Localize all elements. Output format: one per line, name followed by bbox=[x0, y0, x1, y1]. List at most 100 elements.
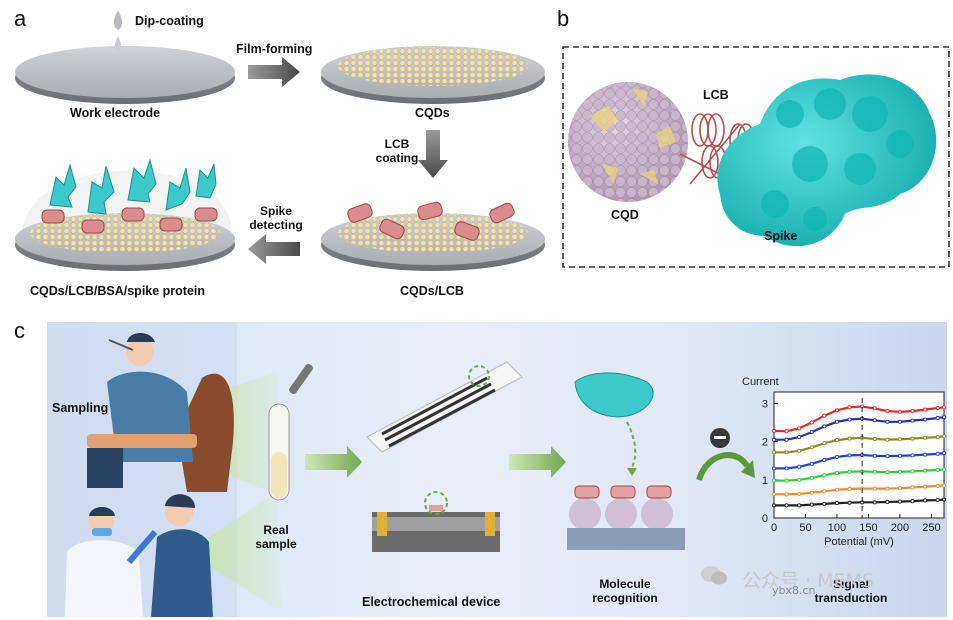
series-point-3 bbox=[847, 436, 852, 441]
wechat-icon-svg bbox=[701, 566, 727, 585]
series-point-6 bbox=[897, 486, 902, 491]
x-axis-label: Potential (mV) bbox=[824, 536, 894, 548]
x-tick-label: 150 bbox=[859, 522, 877, 534]
work-electrode-disc bbox=[15, 46, 235, 104]
cqds-lcb-disc bbox=[321, 201, 545, 271]
series-point-7 bbox=[935, 498, 940, 503]
series-point-4 bbox=[910, 453, 915, 458]
series-point-3 bbox=[923, 435, 928, 440]
cqds-lcb-label: CQDs/LCB bbox=[400, 284, 464, 298]
series-point-6 bbox=[935, 483, 940, 488]
y-tick-label: 2 bbox=[762, 437, 768, 449]
x-tick-label: 50 bbox=[799, 522, 811, 534]
series-point-1 bbox=[784, 429, 789, 434]
spike-detecting-arrow bbox=[248, 234, 300, 264]
series-point-4 bbox=[935, 451, 940, 456]
series-point-2 bbox=[885, 419, 890, 424]
film-forming-label: Film-forming bbox=[236, 42, 313, 56]
series-point-2 bbox=[771, 437, 777, 442]
cqd-sphere bbox=[568, 82, 688, 202]
series-point-2 bbox=[784, 437, 789, 442]
series-point-7 bbox=[885, 499, 890, 505]
series-point-2 bbox=[910, 418, 915, 423]
panel-a-graphics bbox=[15, 10, 545, 271]
electrode-strip-icon bbox=[366, 361, 523, 453]
series-point-6 bbox=[797, 491, 802, 496]
series-point-3 bbox=[872, 436, 877, 442]
spike-label: Spike bbox=[764, 229, 798, 243]
panel-a-letter: a bbox=[14, 6, 27, 31]
series-point-1 bbox=[910, 409, 915, 414]
x-tick-label: 100 bbox=[828, 522, 846, 534]
molecule-recognition-icon bbox=[567, 372, 685, 550]
series-point-7 bbox=[910, 499, 915, 504]
series-point-5 bbox=[822, 473, 827, 478]
series-point-3 bbox=[784, 450, 789, 455]
series-point-6 bbox=[771, 492, 777, 497]
series-point-1 bbox=[885, 409, 890, 414]
series-point-2 bbox=[834, 419, 840, 424]
panel-c-letter: c bbox=[14, 318, 25, 343]
watermark-site: ybx8.cn bbox=[772, 584, 816, 597]
series-point-1 bbox=[809, 420, 814, 425]
series-point-6 bbox=[822, 489, 827, 494]
series-point-5 bbox=[797, 477, 802, 482]
real-sample-line1: Real bbox=[263, 523, 289, 537]
series-point-2 bbox=[923, 417, 928, 422]
series-point-4 bbox=[797, 464, 802, 469]
series-point-1 bbox=[834, 408, 840, 413]
series-point-4 bbox=[809, 461, 814, 466]
x-tick-label: 0 bbox=[771, 522, 777, 534]
panel-c-graphics bbox=[65, 333, 755, 617]
series-point-2 bbox=[872, 418, 877, 423]
signal-curved-arrow bbox=[696, 452, 755, 482]
series-point-1 bbox=[797, 426, 802, 431]
series-point-6 bbox=[784, 492, 789, 497]
series-point-4 bbox=[834, 454, 840, 459]
signal-transduction-line1: Signal bbox=[832, 577, 869, 591]
series-point-6 bbox=[834, 487, 840, 492]
series-point-3 bbox=[941, 434, 947, 439]
x-tick-label: 200 bbox=[891, 522, 909, 534]
series-point-6 bbox=[847, 486, 852, 492]
cqd-label: CQD bbox=[611, 208, 639, 222]
molecule-recognition-line2: recognition bbox=[592, 591, 658, 605]
series-point-4 bbox=[941, 451, 947, 456]
series-point-3 bbox=[834, 438, 840, 443]
final-sensor-disc bbox=[15, 158, 235, 271]
dip-coating-label: Dip-coating bbox=[135, 14, 204, 28]
device-cross-section-icon bbox=[372, 491, 500, 552]
series-point-5 bbox=[885, 470, 890, 475]
series-point-5 bbox=[910, 469, 915, 474]
series-point-7 bbox=[834, 501, 840, 506]
series-point-1 bbox=[771, 428, 777, 433]
molecule-recognition-line1: Molecule bbox=[599, 577, 651, 591]
series-point-7 bbox=[897, 499, 902, 504]
work-electrode-label: Work electrode bbox=[70, 106, 161, 120]
series-point-7 bbox=[771, 503, 777, 508]
signal-transduction-line2: transduction bbox=[814, 591, 888, 605]
series-point-2 bbox=[935, 415, 940, 421]
series-point-2 bbox=[941, 415, 947, 420]
real-sample-label: Real sample bbox=[254, 523, 298, 551]
series-point-2 bbox=[847, 417, 852, 422]
panel-b-graphics bbox=[562, 46, 950, 268]
series-point-4 bbox=[885, 454, 890, 459]
series-point-5 bbox=[935, 467, 940, 472]
electron-icon bbox=[710, 428, 730, 448]
y-tick-label: 3 bbox=[762, 398, 768, 410]
cqds-label: CQDs bbox=[415, 106, 450, 120]
lcb-coating-label: LCB coating bbox=[372, 137, 422, 165]
series-point-7 bbox=[822, 501, 827, 506]
series-point-4 bbox=[784, 466, 789, 471]
series-point-5 bbox=[809, 475, 814, 480]
series-point-7 bbox=[872, 500, 877, 505]
series-point-5 bbox=[834, 470, 840, 475]
series-point-6 bbox=[872, 486, 877, 491]
y-tick-label: 0 bbox=[762, 513, 768, 525]
series-point-7 bbox=[797, 503, 802, 508]
series-point-2 bbox=[822, 424, 827, 429]
series-point-3 bbox=[910, 436, 915, 441]
series-point-2 bbox=[797, 435, 802, 440]
spike-protein bbox=[717, 74, 937, 247]
